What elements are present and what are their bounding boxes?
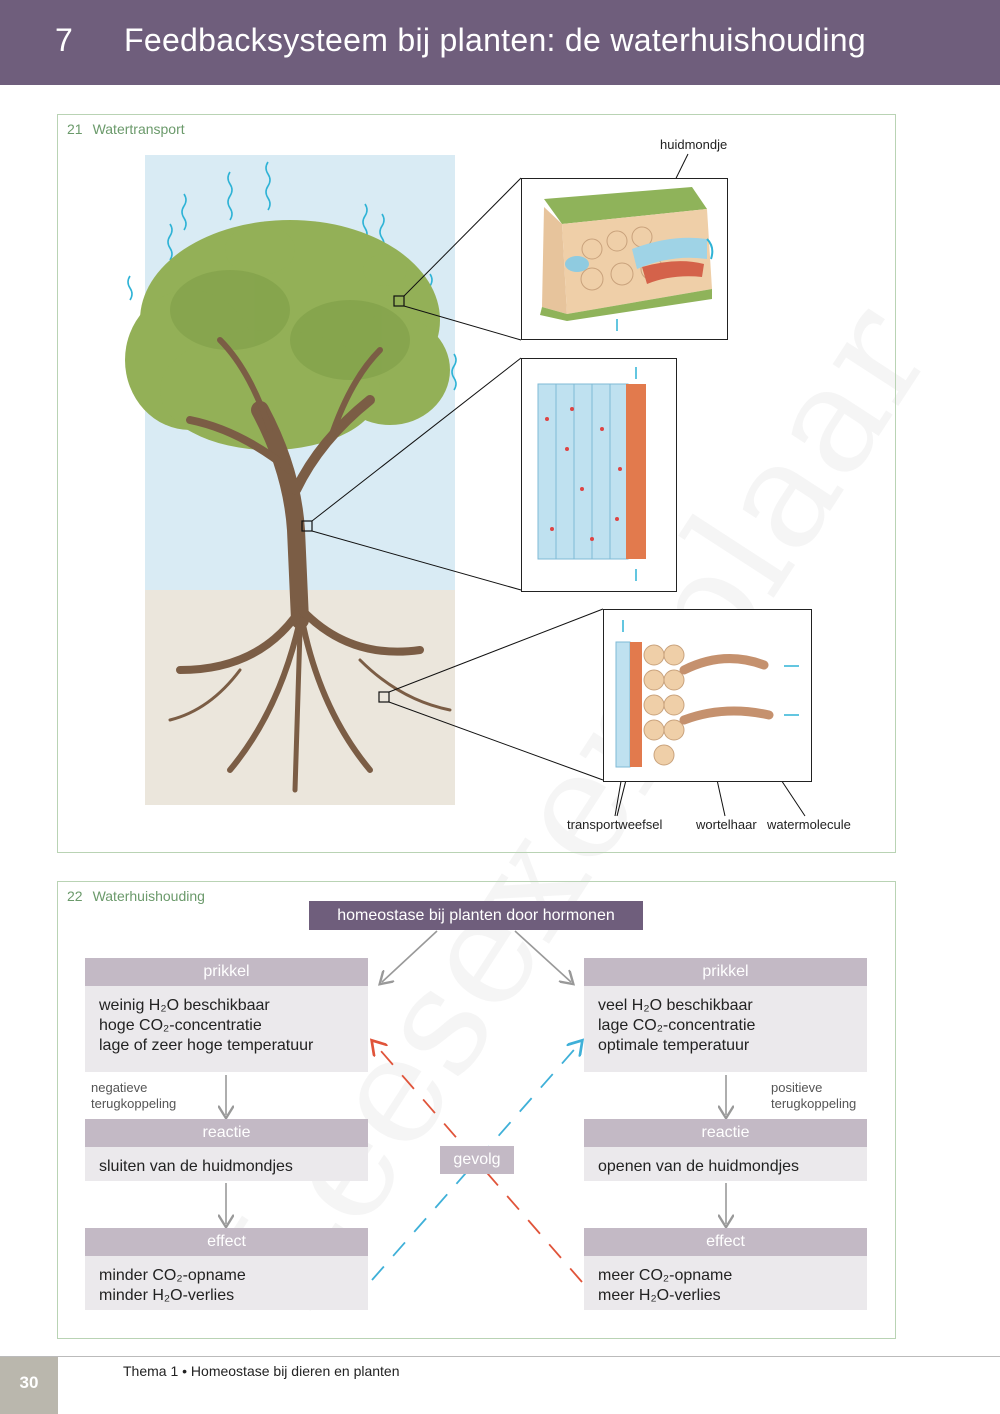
figure-21-panel bbox=[57, 114, 896, 853]
effect-line: minder H₂O-verlies bbox=[99, 1287, 235, 1304]
box-title: reactie bbox=[85, 1119, 368, 1147]
stem-transport-zoom bbox=[521, 358, 677, 592]
figure-22-panel bbox=[57, 881, 896, 1339]
stimulus-line: weinig H₂O beschikbaar bbox=[99, 997, 270, 1014]
figure-title: Watertransport bbox=[92, 121, 185, 137]
right-effect-box: effect meer CO₂-opname meer H₂O-verlies bbox=[584, 1228, 867, 1310]
left-stimulus-box: prikkel weinig H₂O beschikbaar hoge CO₂-… bbox=[85, 958, 368, 1072]
result-label: gevolg bbox=[440, 1146, 514, 1174]
stimulus-line: lage CO₂-concentratie bbox=[598, 1017, 756, 1034]
left-effect-box: effect minder CO₂-opname minder H₂O-verl… bbox=[85, 1228, 368, 1310]
box-title: reactie bbox=[584, 1119, 867, 1147]
left-response-box: reactie sluiten van de huidmondjes bbox=[85, 1119, 368, 1181]
feedback-line: terugkoppeling bbox=[91, 1096, 177, 1111]
feedback-line: terugkoppeling bbox=[771, 1096, 857, 1111]
chapter-header: 7 Feedbacksysteem bij planten: de waterh… bbox=[0, 0, 1000, 85]
stimulus-line: lage of zeer hoge temperatuur bbox=[99, 1037, 314, 1054]
page-number: 30 bbox=[0, 1357, 58, 1414]
label-root-hair: wortelhaar bbox=[696, 817, 757, 832]
figure-number: 22 bbox=[67, 888, 83, 904]
label-transport-tissue: transportweefsel bbox=[567, 817, 663, 832]
stimulus-line: hoge CO₂-concentratie bbox=[99, 1017, 262, 1034]
effect-line: meer CO₂-opname bbox=[598, 1267, 733, 1284]
effect-line: minder CO₂-opname bbox=[99, 1267, 246, 1284]
stimulus-line: optimale temperatuur bbox=[598, 1037, 750, 1054]
leaf-crosssection-zoom bbox=[521, 178, 728, 340]
figure-title: Waterhuishouding bbox=[92, 888, 205, 904]
negative-feedback-label: negatieve terugkoppeling bbox=[91, 1080, 176, 1112]
stimulus-line: veel H₂O beschikbaar bbox=[598, 997, 753, 1014]
box-title: prikkel bbox=[85, 958, 368, 986]
footer-text: Thema 1 • Homeostase bij dieren en plant… bbox=[123, 1363, 400, 1379]
right-stimulus-box: prikkel veel H₂O beschikbaar lage CO₂-co… bbox=[584, 958, 867, 1072]
chapter-title: Feedbacksysteem bij planten: de waterhui… bbox=[124, 22, 866, 58]
box-title: effect bbox=[584, 1228, 867, 1256]
right-response-box: reactie openen van de huidmondjes bbox=[584, 1119, 867, 1181]
effect-line: meer H₂O-verlies bbox=[598, 1287, 721, 1304]
response-text: openen van de huidmondjes bbox=[598, 1158, 800, 1175]
box-title: effect bbox=[85, 1228, 368, 1256]
feedback-line: positieve bbox=[771, 1080, 823, 1095]
positive-feedback-label: positieve terugkoppeling bbox=[771, 1080, 856, 1112]
label-water-molecule: watermolecule bbox=[767, 817, 851, 832]
response-text: sluiten van de huidmondjes bbox=[99, 1158, 293, 1175]
feedback-line: negatieve bbox=[91, 1080, 148, 1095]
box-title: prikkel bbox=[584, 958, 867, 986]
footer-divider bbox=[0, 1356, 1000, 1357]
chapter-number: 7 bbox=[55, 22, 73, 58]
hormone-homeostasis-header: homeostase bij planten door hormonen bbox=[309, 901, 643, 930]
figure-number: 21 bbox=[67, 121, 83, 137]
tree-illustration bbox=[125, 155, 457, 805]
figure-21-caption: 21 Watertransport bbox=[67, 121, 185, 137]
figure-22-caption: 22 Waterhuishouding bbox=[67, 888, 205, 904]
root-tissue-zoom bbox=[603, 609, 812, 782]
label-stoma: huidmondje bbox=[660, 137, 728, 152]
